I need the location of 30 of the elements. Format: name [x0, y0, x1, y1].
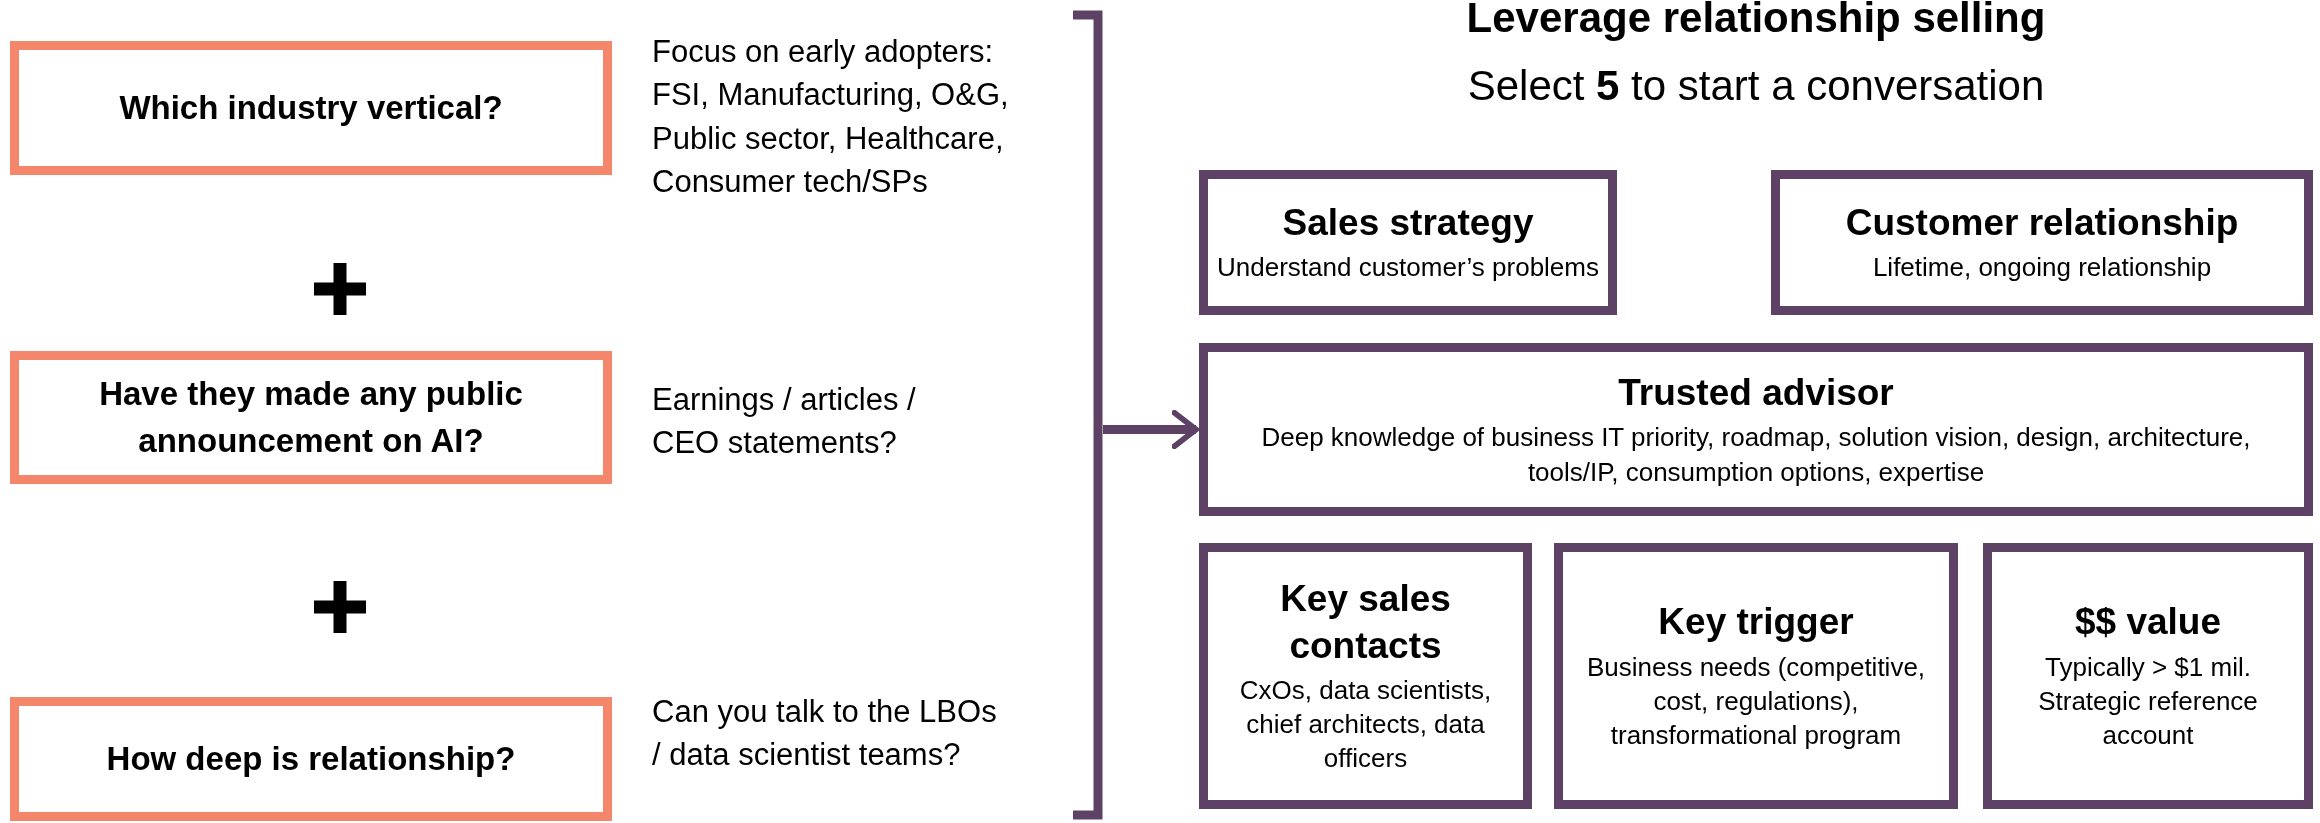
side-note: Focus on early adopters: FSI, Manufacturing, O&G, Public sector, Healthcare, Consumer tech/SPs — [652, 33, 1010, 202]
question-text: Which industry vertical? — [119, 87, 503, 128]
question-text: How deep is relationship? — [106, 738, 516, 779]
subtitle: Select 5 to start a conversation — [1466, 62, 2046, 110]
option-box — [1199, 543, 1532, 809]
side-note: Can you talk to the LBOs / data scientist teams? — [652, 693, 998, 775]
option-box — [1983, 543, 2313, 809]
box-description: Typically > $1 mil. Strategic reference account — [2037, 650, 2259, 753]
box-description: Business needs (competitive, cost, regulations), transformational program — [1585, 650, 1927, 753]
box-description: CxOs, data scientists, chief architects, data officers — [1238, 673, 1493, 776]
box-heading: Trusted advisor — [1618, 371, 1894, 416]
box-heading: Sales strategy — [1282, 201, 1534, 246]
question-box — [10, 697, 612, 821]
box-heading: Customer relationship — [1845, 201, 2239, 246]
question-box — [10, 351, 612, 484]
box-heading: Key trigger — [1658, 600, 1854, 645]
option-box — [1199, 170, 1617, 315]
option-box — [1554, 543, 1958, 809]
option-box — [1771, 170, 2313, 315]
box-description: Deep knowledge of business IT priority, roadmap, solution vision, design, architecture, tools/IP, consumption options, expertise — [1260, 421, 2252, 489]
question-box — [10, 41, 612, 175]
question-text: Have they made any public announcement on AI? — [98, 374, 524, 461]
box-description: Lifetime, ongoing relationship — [1872, 251, 2212, 285]
side-note: Earnings / articles / CEO statements? — [652, 381, 917, 463]
box-heading: $$ value — [2074, 600, 2222, 645]
box-heading: Key sales contacts — [1279, 577, 1452, 668]
box-description: Understand customer’s problems — [1217, 251, 1599, 285]
option-box — [1199, 343, 2313, 516]
arrow — [1103, 409, 1199, 450]
title: Leverage relationship selling — [1465, 0, 2047, 42]
